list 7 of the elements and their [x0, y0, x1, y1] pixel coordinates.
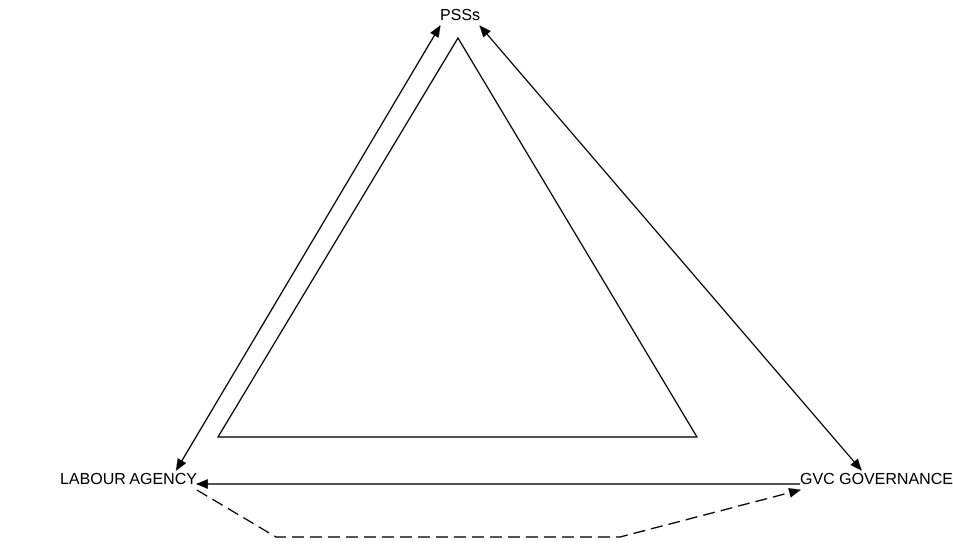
corner-label: PSSs — [440, 6, 480, 26]
arrow — [176, 25, 441, 471]
corner-label: LABOUR AGENCY — [60, 470, 197, 490]
corner-label: GVC GOVERNANCE — [800, 470, 953, 490]
arrow — [196, 488, 801, 538]
arrow — [196, 479, 800, 489]
arrow — [479, 25, 862, 471]
